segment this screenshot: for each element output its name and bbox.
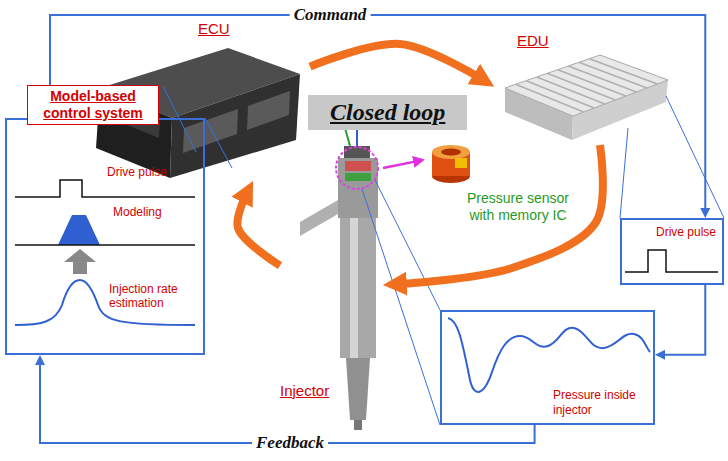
ecu-connector — [247, 91, 290, 130]
edu-fin — [589, 59, 657, 84]
edu-fin — [547, 73, 615, 100]
injector-highlight — [350, 218, 358, 358]
leader-line — [205, 118, 232, 168]
leader-line — [620, 128, 628, 218]
text-slot: Modeling — [113, 205, 162, 219]
ecu-side — [170, 74, 300, 178]
connector — [310, 44, 484, 81]
model-shape — [58, 215, 100, 245]
sensor-marker — [336, 147, 378, 189]
fuel-pipe — [300, 200, 338, 236]
edu-fins — [516, 59, 658, 112]
panel-frame — [5, 118, 205, 355]
part-label: ECU — [198, 20, 230, 38]
injector-nozzle — [346, 358, 370, 420]
connector — [40, 359, 535, 443]
graph-label: Injection rate estimation — [109, 282, 199, 311]
connector — [659, 285, 705, 355]
sensor-top — [432, 145, 470, 159]
connector — [395, 145, 603, 284]
edu-fin — [568, 66, 636, 92]
leader-line — [666, 96, 724, 218]
part-label: Injector — [280, 382, 329, 400]
text-slot: Drive pulse — [656, 225, 716, 239]
pressure-curve — [448, 318, 650, 392]
edu-fin — [558, 70, 626, 96]
graph-label: Drive pulse — [107, 165, 167, 179]
injector-part — [345, 173, 371, 181]
graph-label: Pressure inside injector — [553, 388, 645, 417]
baseline — [15, 244, 195, 246]
edu-fin — [516, 84, 584, 112]
injector: Injector — [280, 140, 383, 432]
pulse-wave — [625, 250, 718, 272]
loop-box: Closed loop — [308, 95, 467, 130]
edge-label: Feedback — [252, 433, 328, 453]
graph-label: Drive pulse — [656, 225, 716, 239]
text-slot: ECU — [198, 20, 230, 38]
edu-fin — [526, 81, 594, 108]
up-arrow — [64, 249, 96, 274]
pressure-sensor: Pressure sensor with memory IC — [425, 138, 576, 232]
sensor-cap — [441, 149, 461, 156]
waveform-box: Pressure inside injector — [440, 310, 655, 425]
sensor-illustration — [432, 145, 470, 183]
text-slot: Pressure sensor with memory IC — [463, 190, 573, 224]
waveform-box: Drive pulse — [620, 218, 724, 285]
panel-heading: Model-based control system — [27, 85, 159, 125]
text-slot: Injector — [280, 382, 329, 400]
sensor-chip — [455, 158, 467, 168]
injector-body — [340, 218, 376, 358]
injector-wire — [356, 127, 358, 146]
connector — [237, 192, 280, 266]
text-slot: EDU — [517, 32, 549, 50]
injector-wire — [345, 128, 350, 146]
box-title: Closed loop — [330, 98, 445, 127]
panel-graphs — [15, 180, 718, 392]
text-slot: Injection rate estimation — [109, 282, 199, 311]
edge-label: Command — [290, 5, 371, 25]
control-panel: Model-based control systemDrive pulseMod… — [5, 85, 205, 355]
injector-part — [345, 161, 371, 171]
text-slot: Closed loop — [330, 98, 445, 127]
edu-fin — [537, 77, 605, 104]
leader-lines — [163, 86, 724, 425]
injector-tip — [354, 420, 362, 430]
connector — [383, 161, 420, 168]
text-slot: Drive pulse — [107, 165, 167, 179]
connectors — [40, 15, 705, 443]
leader-line — [362, 189, 440, 425]
label-slot: Command — [290, 5, 371, 25]
graph-label: Modeling — [113, 205, 162, 219]
label-slot: Feedback — [252, 433, 328, 453]
part-label: Pressure sensor with memory IC — [463, 190, 573, 224]
edu-unit: EDU — [495, 32, 670, 145]
leader-line — [375, 180, 440, 310]
text-slot: Model-based control system — [27, 85, 159, 125]
part-label: EDU — [517, 32, 549, 50]
edu-fin — [579, 62, 647, 88]
ecu-connector — [183, 109, 238, 153]
pulse-wave — [15, 180, 195, 197]
text-slot: Pressure inside injector — [553, 388, 645, 417]
edu-illustration — [505, 55, 668, 140]
edu-top — [505, 55, 668, 116]
